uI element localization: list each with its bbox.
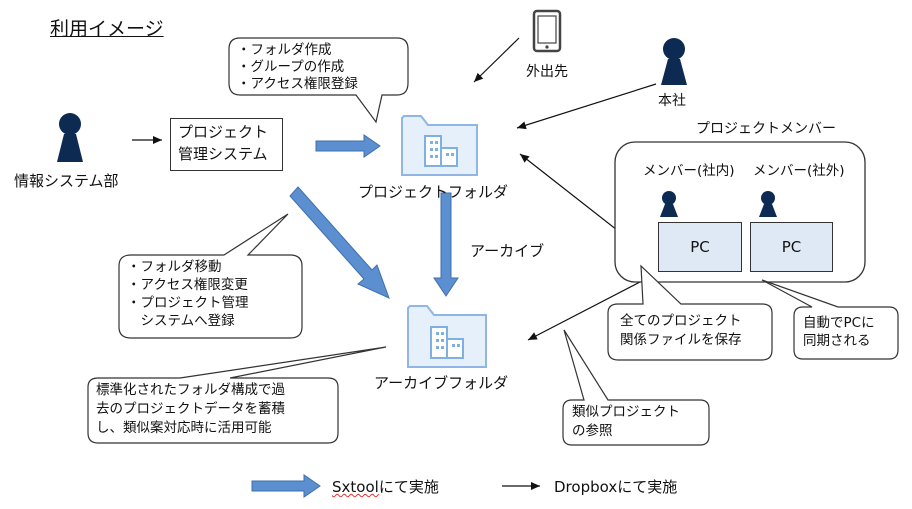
callout-c1-bubble (228, 37, 409, 124)
arrow-members-to-archive (527, 281, 641, 341)
legend-sxtool-name: Sxtool (332, 478, 379, 496)
callout-c3-line2: 去のプロジェクトデータを蓄積 (96, 401, 285, 417)
callout-c2-line3: ・プロジェクト管理 (127, 295, 249, 311)
legend-sxtool-suffix: にて実施 (378, 478, 439, 496)
legend-blue-arrow (251, 474, 321, 498)
building-icon (424, 135, 458, 167)
legend-dropbox: Dropboxにて実施 (554, 478, 677, 496)
callout-c3-line3: し、類似案対応時に活用可能 (96, 420, 272, 436)
member-external-label: メンバー(社外) (753, 163, 845, 179)
callout-c5-bubble (761, 279, 899, 360)
legend-dropbox-suffix: にて実施 (617, 478, 678, 496)
person-icon-member-external (759, 191, 777, 217)
person-icon-headoffice (661, 38, 687, 85)
pm-system-line1: プロジェクト (178, 123, 269, 141)
mobile-label: 外出先 (526, 64, 568, 80)
callout-c3-line1: 標準化されたフォルダ構成で過 (96, 382, 285, 398)
tablet-icon (532, 9, 562, 53)
callout-c4-line2: 関係ファイルを保存 (620, 332, 742, 348)
archive-arrow-label: アーカイブ (470, 242, 545, 260)
arrow-mobile-to-folder (473, 37, 520, 83)
callout-c4-line1: 全てのプロジェクト (620, 313, 742, 329)
head-office-label: 本社 (658, 93, 686, 109)
folder-icon-archive (407, 305, 487, 368)
member-internal-label: メンバー(社内) (643, 163, 735, 179)
pc-box-internal: PC (658, 222, 742, 272)
person-icon-infosys (57, 113, 83, 162)
archive-folder-label: アーカイブフォルダ (374, 374, 509, 392)
person-icon-member-internal (660, 191, 678, 217)
callout-c3-bubble (87, 346, 387, 444)
callout-c6-bubble (562, 329, 710, 446)
arrow-headoffice-to-folder (516, 83, 657, 130)
project-folder-label: プロジェクトフォルダ (358, 183, 509, 201)
callout-c2-bubble (118, 213, 303, 339)
pc-box-external: PC (750, 222, 833, 272)
members-group-label: プロジェクトメンバー (696, 121, 836, 137)
callout-c6-line2: の参照 (572, 423, 613, 439)
callout-c5-line1: 自動でPCに (803, 315, 875, 331)
legend-dropbox-name: Dropbox (554, 478, 618, 496)
callout-c2-line2: ・アクセス権限変更 (127, 277, 248, 293)
info-sys-label: 情報システム部 (14, 172, 119, 190)
callout-c4-bubble (607, 264, 773, 361)
blue-arrow-pm-to-folder (315, 134, 381, 158)
building-icon (430, 326, 464, 359)
blue-arrow-folder-to-archive (433, 192, 459, 297)
legend-sxtool: Sxtoolにて実施 (332, 478, 439, 496)
callout-c1-line2: ・グループの作成 (237, 59, 345, 75)
page-title: 利用イメージ (50, 18, 164, 40)
callout-c2-line1: ・フォルダ移動 (127, 259, 222, 275)
pm-system-line2: 管理システム (178, 145, 268, 163)
callout-c6-line1: 類似プロジェクト (572, 404, 680, 420)
folder-icon-project (401, 115, 478, 176)
callout-c1-line3: ・アクセス権限登録 (237, 76, 358, 92)
callout-c1-line1: ・フォルダ作成 (237, 42, 332, 58)
blue-arrow-pm-to-archive (289, 186, 390, 299)
callout-c2-line4: システムへ登録 (127, 313, 235, 329)
pm-system-box: プロジェクト 管理システム (170, 118, 283, 171)
callout-c5-line2: 同期される (803, 333, 871, 349)
